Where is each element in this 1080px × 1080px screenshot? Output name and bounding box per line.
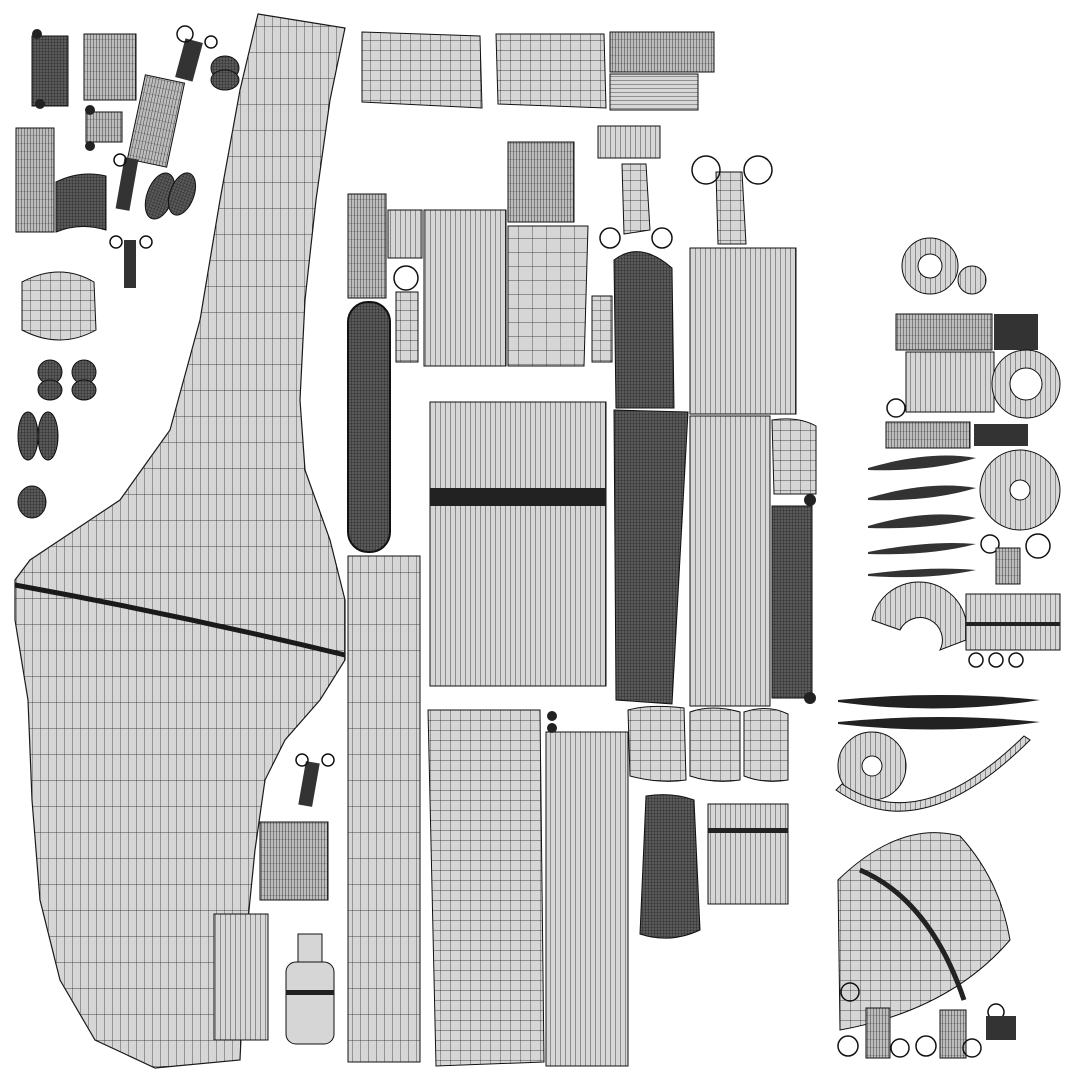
uv-island-top-strips [361, 31, 715, 159]
uv-island-small-left-center [213, 753, 335, 1045]
uv-island-right-center [599, 155, 817, 939]
uv-island-right-cluster [835, 237, 1061, 1059]
uv-island-leg-panel [14, 13, 346, 1069]
uv-island-mid-column [347, 141, 629, 1067]
uv-island-cluster-top-left [15, 25, 240, 519]
